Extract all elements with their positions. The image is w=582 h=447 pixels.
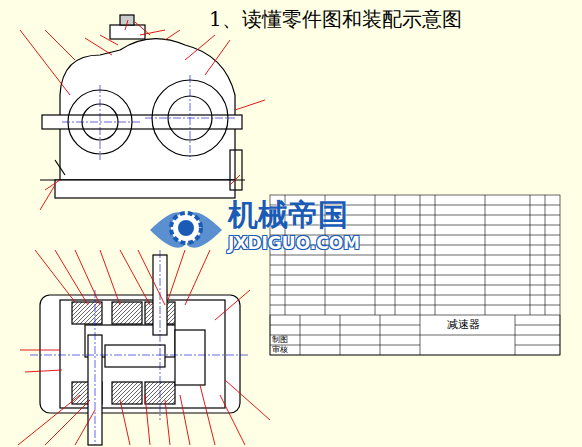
table-rule — [515, 345, 560, 346]
front-view — [40, 15, 245, 198]
slide-title: 1、读懂零件图和装配示意图 — [209, 8, 462, 30]
table-rule — [270, 325, 420, 326]
table-rule — [545, 195, 546, 315]
table-rule — [270, 295, 560, 296]
table-rule — [380, 315, 381, 355]
title-block-cell: 审核 — [272, 346, 288, 355]
top-view — [40, 255, 240, 445]
table-rule — [375, 195, 376, 315]
title-block-cell: 制图 — [272, 336, 288, 345]
table-rule — [270, 335, 420, 336]
watermark-logo — [150, 212, 222, 248]
table-rule — [340, 315, 341, 355]
table-rule — [270, 345, 420, 346]
table-rule — [270, 255, 560, 256]
table-rule — [270, 275, 560, 276]
table-rule — [515, 335, 560, 336]
table-rule — [300, 315, 301, 355]
table-rule — [485, 195, 486, 315]
table-rule — [270, 265, 560, 266]
table-rule — [270, 285, 560, 286]
table-rule — [530, 195, 531, 315]
table-rule — [420, 335, 515, 336]
table-rule — [435, 195, 436, 315]
table-rule — [515, 325, 560, 326]
table-rule — [270, 305, 560, 306]
table-rule — [395, 195, 396, 315]
watermark-url: JXDIGUO.COM — [228, 234, 360, 253]
watermark-text: 机械帝国 — [228, 198, 348, 231]
title-block-name: 减速器 — [447, 319, 480, 331]
